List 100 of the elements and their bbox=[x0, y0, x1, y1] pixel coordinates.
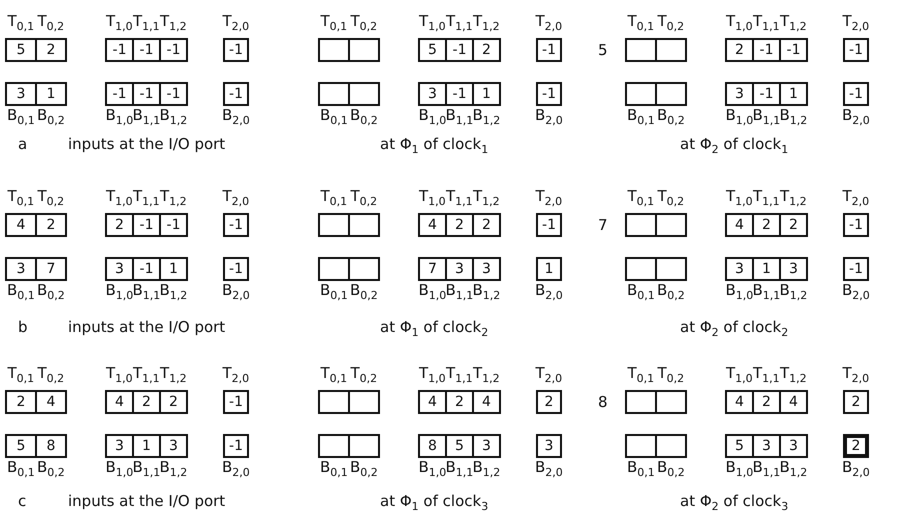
register-cell: 3 bbox=[725, 82, 754, 106]
register-cell: -1 bbox=[445, 82, 474, 106]
figure-caption: at Φ$_{2}$ of clock$_{2}$ bbox=[680, 318, 788, 341]
input-value: 5 bbox=[598, 41, 608, 59]
register-cell: 3 bbox=[779, 257, 808, 281]
register-label: B$_{1,1}$ bbox=[446, 106, 474, 129]
register-label: T$_{1,2}$ bbox=[780, 12, 807, 35]
register-cell bbox=[655, 82, 687, 106]
register-cell: -1 bbox=[843, 38, 869, 62]
register-cell: 3 bbox=[105, 257, 134, 281]
register-label: T$_{0,1}$ bbox=[320, 12, 348, 35]
register-cell: 7 bbox=[35, 257, 67, 281]
register-label: T$_{0,2}$ bbox=[38, 12, 64, 35]
register-label: B$_{0,1}$ bbox=[320, 458, 348, 481]
register-cell: 2 bbox=[35, 213, 67, 237]
register-cell bbox=[655, 38, 687, 62]
register-label: T$_{0,1}$ bbox=[8, 187, 34, 210]
figure-caption: at Φ$_{2}$ of clock$_{1}$ bbox=[680, 135, 788, 158]
register-label: T$_{0,2}$ bbox=[350, 12, 378, 35]
register-cell: 4 bbox=[5, 213, 37, 237]
register-cell: 3 bbox=[5, 82, 37, 106]
register-cell: 7 bbox=[418, 257, 447, 281]
register-label: T$_{1,0}$ bbox=[419, 12, 446, 35]
register-cell: -1 bbox=[223, 38, 249, 62]
register-label: T$_{1,1}$ bbox=[753, 187, 780, 210]
register-label: B$_{0,2}$ bbox=[350, 106, 378, 129]
register-cell bbox=[348, 390, 380, 414]
register-cell bbox=[625, 434, 657, 458]
register-cell: 4 bbox=[725, 390, 754, 414]
register-cell: 3 bbox=[536, 434, 562, 458]
register-cell: -1 bbox=[223, 213, 249, 237]
register-label: B$_{1,1}$ bbox=[132, 281, 160, 304]
register-label: T$_{0,1}$ bbox=[628, 12, 654, 35]
register-cell bbox=[318, 434, 350, 458]
register-label: T$_{1,0}$ bbox=[726, 364, 753, 387]
register-label: T$_{1,0}$ bbox=[106, 12, 133, 35]
figure-caption: inputs at the I/O port bbox=[68, 492, 226, 510]
register-label: B$_{0,2}$ bbox=[37, 281, 65, 304]
register-cell: -1 bbox=[752, 82, 781, 106]
register-cell: 2 bbox=[132, 390, 161, 414]
register-cell bbox=[655, 434, 687, 458]
register-label: T$_{1,1}$ bbox=[446, 187, 473, 210]
register-label: T$_{1,1}$ bbox=[446, 12, 473, 35]
register-label: T$_{1,1}$ bbox=[133, 12, 160, 35]
register-label: B$_{1,0}$ bbox=[418, 106, 446, 129]
register-cell: -1 bbox=[223, 434, 249, 458]
register-cell: -1 bbox=[105, 82, 134, 106]
register-label: T$_{1,0}$ bbox=[419, 364, 446, 387]
register-label: B$_{0,1}$ bbox=[7, 281, 35, 304]
register-cell bbox=[318, 38, 350, 62]
register-label: T$_{0,1}$ bbox=[8, 12, 34, 35]
register-cell: 1 bbox=[536, 257, 562, 281]
register-cell bbox=[625, 38, 657, 62]
register-cell: 2 bbox=[445, 213, 474, 237]
register-cell: 4 bbox=[725, 213, 754, 237]
register-cell: 2 bbox=[843, 434, 869, 458]
register-cell: 2 bbox=[35, 38, 67, 62]
figure-caption: inputs at the I/O port bbox=[68, 135, 226, 153]
register-label: B$_{1,1}$ bbox=[132, 106, 160, 129]
register-label: T$_{0,1}$ bbox=[8, 364, 34, 387]
register-label: T$_{1,0}$ bbox=[726, 12, 753, 35]
register-label: T$_{1,2}$ bbox=[780, 187, 807, 210]
register-label: B$_{1,1}$ bbox=[446, 458, 474, 481]
register-label: B$_{1,0}$ bbox=[726, 106, 754, 129]
register-label: B$_{1,0}$ bbox=[106, 106, 134, 129]
register-label: T$_{1,1}$ bbox=[133, 364, 160, 387]
register-label: B$_{1,1}$ bbox=[446, 281, 474, 304]
register-label: T$_{1,2}$ bbox=[160, 364, 187, 387]
register-cell: -1 bbox=[843, 257, 869, 281]
register-label: B$_{0,1}$ bbox=[320, 281, 348, 304]
register-label: B$_{0,1}$ bbox=[627, 458, 655, 481]
register-label: B$_{2,0}$ bbox=[535, 106, 563, 129]
register-label: T$_{1,2}$ bbox=[160, 12, 187, 35]
register-cell bbox=[348, 38, 380, 62]
register-label: B$_{1,2}$ bbox=[472, 281, 500, 304]
register-cell: 3 bbox=[445, 257, 474, 281]
register-label: B$_{2,0}$ bbox=[222, 281, 250, 304]
register-cell: 4 bbox=[472, 390, 501, 414]
register-cell: 3 bbox=[159, 434, 188, 458]
register-label: T$_{1,1}$ bbox=[753, 364, 780, 387]
register-cell: 2 bbox=[725, 38, 754, 62]
register-cell: -1 bbox=[536, 82, 562, 106]
figure-caption: inputs at the I/O port bbox=[68, 318, 226, 336]
register-label: B$_{0,1}$ bbox=[627, 106, 655, 129]
register-cell: 5 bbox=[5, 434, 37, 458]
register-label: B$_{0,2}$ bbox=[657, 458, 685, 481]
register-label: B$_{1,2}$ bbox=[780, 106, 808, 129]
register-cell bbox=[348, 434, 380, 458]
register-cell bbox=[655, 390, 687, 414]
register-cell: 4 bbox=[779, 390, 808, 414]
register-label: B$_{1,2}$ bbox=[160, 458, 188, 481]
register-label: B$_{1,0}$ bbox=[106, 458, 134, 481]
register-label: T$_{1,2}$ bbox=[160, 187, 187, 210]
register-cell: 1 bbox=[35, 82, 67, 106]
register-label: B$_{0,1}$ bbox=[7, 458, 35, 481]
register-cell: 2 bbox=[752, 213, 781, 237]
register-cell: 3 bbox=[105, 434, 134, 458]
register-label: B$_{1,0}$ bbox=[418, 281, 446, 304]
register-cell: 3 bbox=[779, 434, 808, 458]
register-label: B$_{1,2}$ bbox=[780, 458, 808, 481]
